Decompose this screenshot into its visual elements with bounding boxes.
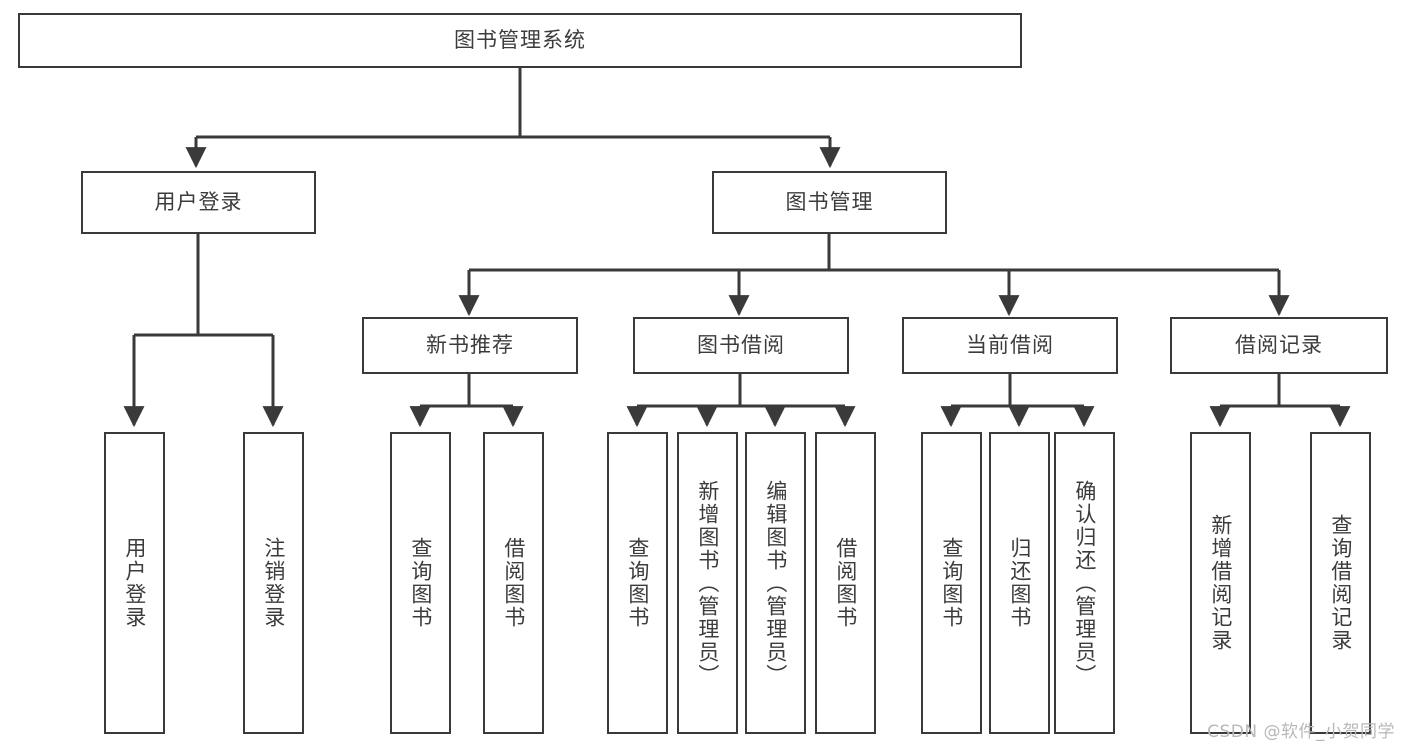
node-leaf-add-book-label: 新增图书（管理员）	[695, 479, 720, 687]
node-current-borrow[interactable]: 当前借阅	[902, 317, 1118, 374]
node-new-book-recommend-label: 新书推荐	[426, 332, 514, 357]
node-leaf-borrow-book-2[interactable]: 借阅图书	[815, 432, 876, 734]
node-leaf-confirm-return[interactable]: 确认归还（管理员）	[1054, 432, 1115, 734]
node-leaf-query-book-3-label: 查询图书	[939, 537, 964, 629]
node-root-label: 图书管理系统	[454, 27, 586, 52]
node-new-book-recommend[interactable]: 新书推荐	[362, 317, 578, 374]
node-leaf-query-book-1[interactable]: 查询图书	[390, 432, 451, 734]
node-leaf-confirm-return-label: 确认归还（管理员）	[1072, 479, 1097, 687]
node-leaf-user-login-label: 用户登录	[122, 537, 147, 629]
node-leaf-return-book[interactable]: 归还图书	[989, 432, 1050, 734]
node-root[interactable]: 图书管理系统	[18, 13, 1022, 68]
node-leaf-borrow-book-2-label: 借阅图书	[833, 537, 858, 629]
node-borrow-record[interactable]: 借阅记录	[1170, 317, 1388, 374]
node-leaf-query-record-label: 查询借阅记录	[1328, 514, 1353, 652]
node-leaf-add-book[interactable]: 新增图书（管理员）	[677, 432, 738, 734]
node-leaf-edit-book[interactable]: 编辑图书（管理员）	[745, 432, 806, 734]
node-leaf-edit-book-label: 编辑图书（管理员）	[763, 479, 788, 687]
node-user-login-label: 用户登录	[154, 189, 243, 214]
node-leaf-query-record[interactable]: 查询借阅记录	[1310, 432, 1371, 734]
node-book-borrow-label: 图书借阅	[697, 332, 785, 357]
node-leaf-user-logout[interactable]: 注销登录	[243, 432, 304, 734]
node-leaf-query-book-3[interactable]: 查询图书	[921, 432, 982, 734]
node-book-borrow[interactable]: 图书借阅	[633, 317, 849, 374]
node-borrow-record-label: 借阅记录	[1235, 332, 1323, 357]
node-leaf-user-login[interactable]: 用户登录	[104, 432, 165, 734]
node-book-manage-label: 图书管理	[785, 189, 874, 214]
node-leaf-user-logout-label: 注销登录	[261, 537, 286, 629]
node-book-manage[interactable]: 图书管理	[712, 171, 947, 234]
node-leaf-query-book-1-label: 查询图书	[408, 537, 433, 629]
node-user-login[interactable]: 用户登录	[81, 171, 316, 234]
node-leaf-query-book-2-label: 查询图书	[625, 537, 650, 629]
node-current-borrow-label: 当前借阅	[966, 332, 1054, 357]
node-leaf-add-record[interactable]: 新增借阅记录	[1190, 432, 1251, 734]
node-leaf-borrow-book-1-label: 借阅图书	[501, 537, 526, 629]
node-leaf-add-record-label: 新增借阅记录	[1208, 514, 1233, 652]
watermark: CSDN @软件_小贺同学	[1207, 722, 1395, 742]
node-leaf-return-book-label: 归还图书	[1007, 537, 1032, 629]
node-leaf-query-book-2[interactable]: 查询图书	[607, 432, 668, 734]
node-leaf-borrow-book-1[interactable]: 借阅图书	[483, 432, 544, 734]
